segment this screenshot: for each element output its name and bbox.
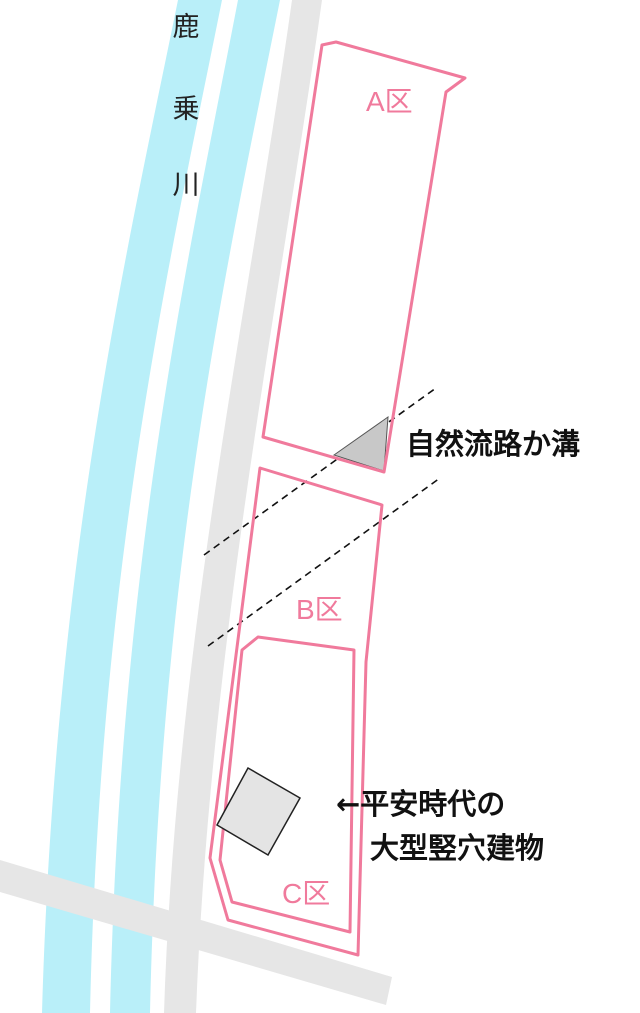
river-channel-east [110,0,280,1013]
river-channel-west [42,0,222,1013]
river-name-char-3: 川 [172,170,200,201]
zone-c-label: C区 [282,878,331,909]
road-cross [0,860,392,1005]
dwelling-label-line1: ←平安時代の [336,787,506,821]
river-name-char-2: 乗 [172,94,200,125]
zone-a-outline [261,40,467,474]
dwelling-label-line2: 大型竪穴建物 [370,831,545,865]
zone-b-label: B区 [296,594,343,625]
zone-a-label: A区 [366,86,413,117]
channel-label: 自然流路か溝 [406,427,581,461]
zone-b-outline [208,466,384,957]
channel-fill [332,415,389,472]
river-name-char-1: 鹿 [172,12,200,43]
pit-dwelling [215,766,302,857]
zone-c-outline [218,635,356,934]
road-main [164,0,322,1013]
